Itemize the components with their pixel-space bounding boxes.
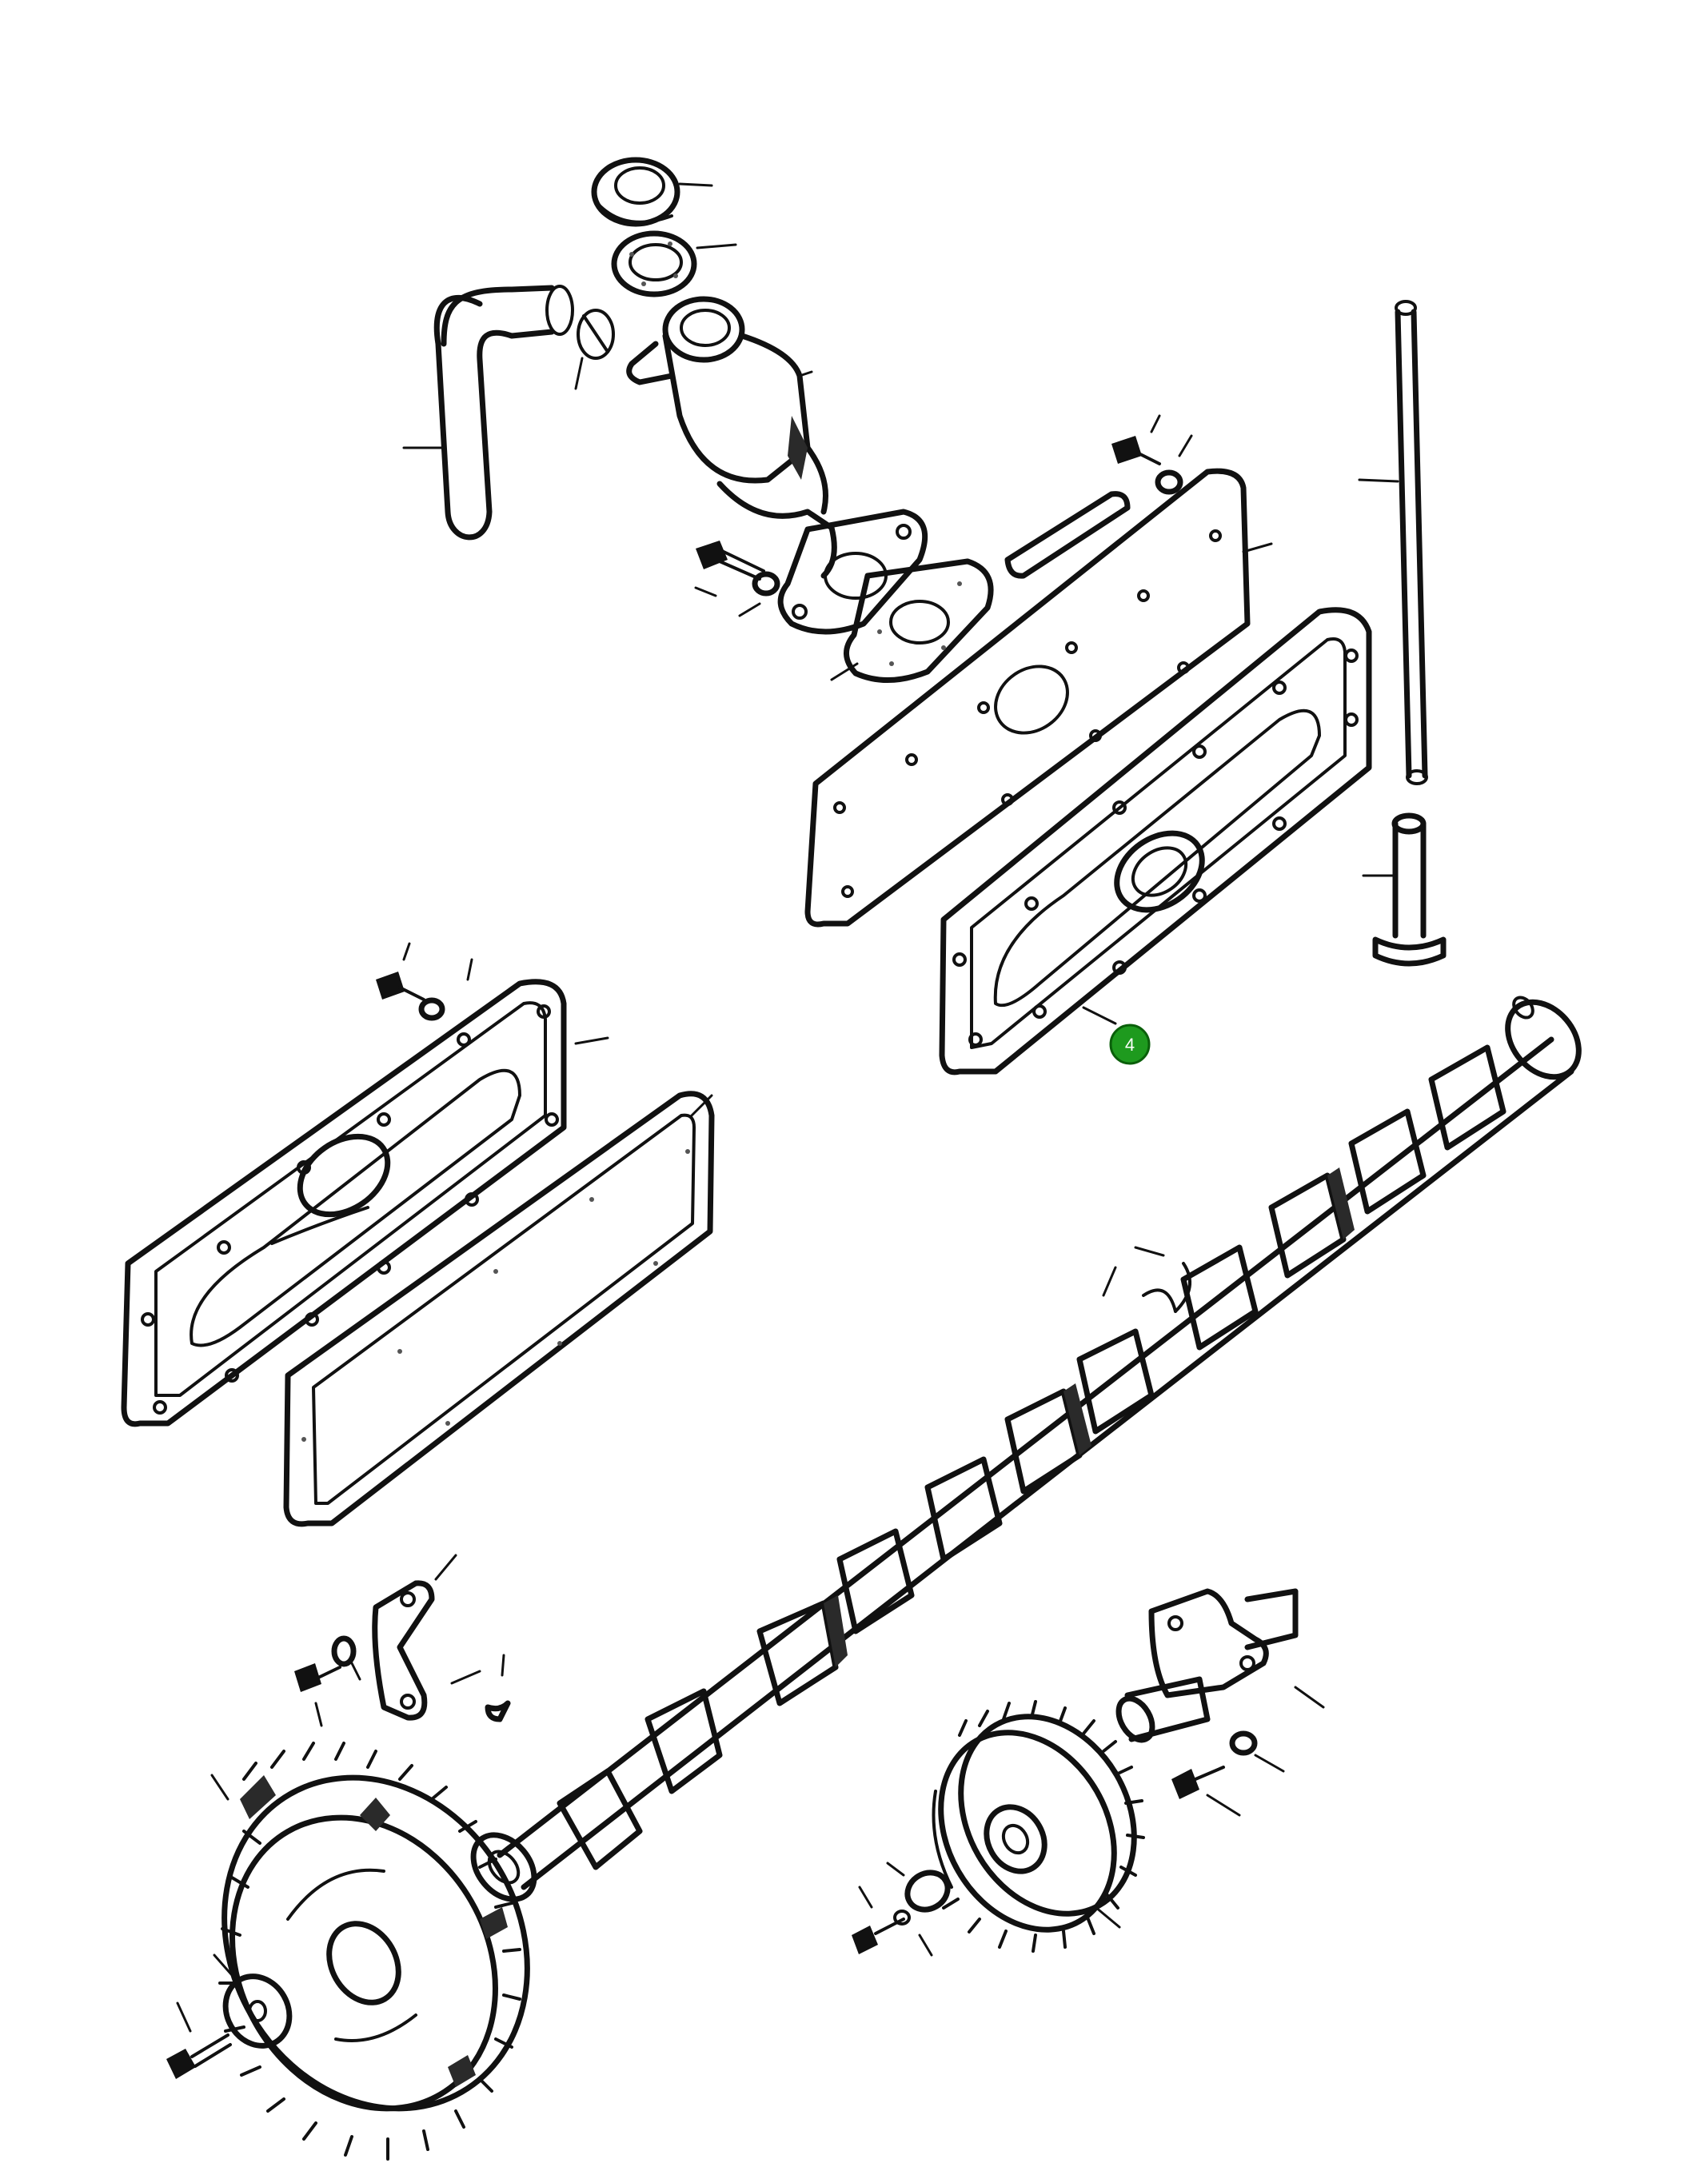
callout-4[interactable]: 4 — [1109, 1024, 1151, 1065]
hose-clip — [574, 309, 615, 390]
oil-filler-cap — [591, 157, 713, 227]
idler-bolt — [1171, 1766, 1241, 1817]
idler-gear-washer — [886, 1862, 951, 1913]
thrust-plate — [372, 1554, 481, 1721]
flange-washer — [738, 571, 780, 617]
breather-hose — [402, 285, 574, 541]
camshaft-gear — [210, 1742, 530, 2161]
tappet-chamber-cover — [939, 607, 1372, 1076]
idler-washer — [1229, 1730, 1285, 1773]
side-cover-washer — [418, 958, 473, 1021]
cover-bolt — [1111, 414, 1161, 465]
gear-washer — [213, 1954, 293, 2049]
idler-spindle — [1115, 1588, 1325, 1743]
oil-filler-tube — [626, 296, 837, 579]
gear-bolt — [166, 2001, 232, 2079]
flange-bolt — [694, 541, 765, 597]
callout-4-label: 4 — [1125, 1035, 1135, 1055]
tappet — [1362, 812, 1447, 967]
cover-washer — [1155, 434, 1193, 495]
side-cover — [121, 979, 609, 1427]
thrust-plate-bolt — [294, 1663, 341, 1727]
filler-seal-ring — [611, 230, 737, 297]
side-cover-bolt — [376, 942, 425, 1001]
camshaft — [470, 996, 1582, 1902]
woodruff-key — [485, 1654, 511, 1722]
tappet-cover-plate — [804, 468, 1273, 928]
cover-strip — [1004, 491, 1131, 579]
thrust-plate-washer — [331, 1635, 361, 1681]
side-cover-gasket — [283, 1091, 715, 1527]
idler-gear — [932, 1700, 1145, 1953]
flange-gasket — [830, 558, 994, 683]
push-rod — [1358, 300, 1428, 785]
idler-gear-bolt — [852, 1886, 933, 1957]
